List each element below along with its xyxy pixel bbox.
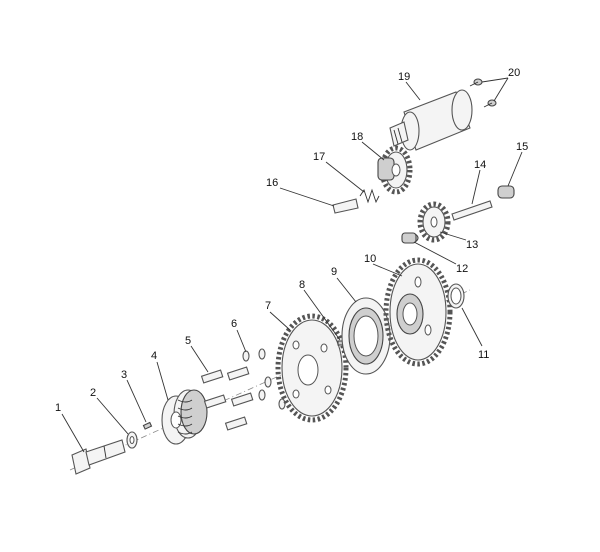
part-19-starter-motor (389, 89, 473, 151)
part-15-bushing (497, 185, 515, 199)
callout-10: 10 (364, 253, 376, 265)
part-9-one-way-clutch (341, 297, 391, 375)
callout-4: 4 (151, 350, 157, 362)
callout-9: 9 (331, 266, 337, 278)
part-1-flange-bolt (71, 439, 126, 475)
callout-20: 20 (508, 67, 520, 79)
part-3-key (142, 421, 153, 430)
part-13-idler-gear (417, 201, 451, 243)
part-14-shaft (451, 200, 493, 221)
callout-labels: 1 2 3 4 5 6 7 8 9 10 11 12 13 14 15 16 1… (55, 67, 528, 414)
callout-2: 2 (90, 387, 96, 399)
callout-6: 6 (231, 318, 237, 330)
part-16-shaft (332, 198, 359, 214)
callout-16: 16 (266, 177, 278, 189)
callout-19: 19 (398, 71, 410, 83)
part-4-pulley (161, 389, 208, 445)
part-2-washer (126, 431, 138, 449)
part-10-starter-driven-gear (383, 257, 453, 367)
callout-8: 8 (299, 279, 305, 291)
callout-13: 13 (466, 239, 478, 251)
leader-lines (61, 77, 523, 453)
callout-3: 3 (121, 369, 127, 381)
callout-12: 12 (456, 263, 468, 275)
callout-17: 17 (313, 151, 325, 163)
part-7-sprocket (275, 313, 349, 423)
part-5-bolts (200, 366, 254, 431)
callout-1: 1 (55, 402, 61, 414)
callout-15: 15 (516, 141, 528, 153)
part-20-screws (469, 78, 497, 108)
callout-5: 5 (185, 335, 191, 347)
part-11-washer (447, 283, 465, 309)
callout-14: 14 (474, 159, 486, 171)
part-18-reduction-gear (377, 145, 413, 195)
part-17-spring (359, 188, 380, 204)
callout-7: 7 (265, 300, 271, 312)
callout-11: 11 (478, 349, 489, 361)
callout-18: 18 (351, 131, 363, 143)
part-12-bushing (401, 232, 419, 244)
